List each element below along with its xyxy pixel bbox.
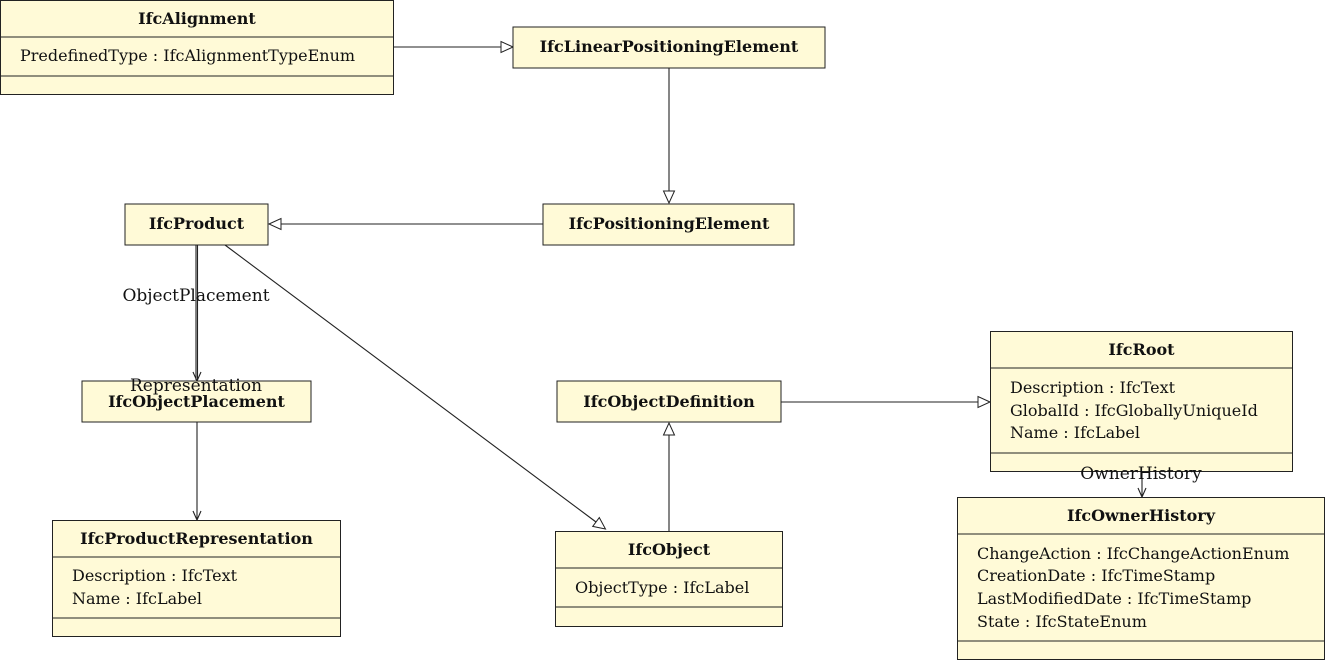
class-name: IfcProduct [149,214,245,233]
edge-object-placement-to-product-representation [192,422,202,522]
class-name: IfcPositioningElement [569,214,770,233]
generalization-arrowhead [662,421,676,436]
class-attribute: CreationDate : IfcTimeStamp [977,566,1215,585]
generalization-arrowhead [662,190,676,205]
class-attribute: State : IfcStateEnum [977,612,1147,631]
class-ifc-object-placement: IfcObjectPlacement [81,380,312,423]
edge-object-to-object-definition [662,421,676,531]
class-name: IfcObject [628,540,711,559]
edges [192,40,1147,531]
class-ifc-object-definition: IfcObjectDefinition [556,380,782,423]
class-name: IfcProductRepresentation [80,529,313,548]
class-attribute: Description : IfcText [1010,378,1176,397]
edge-product-to-object [224,244,607,530]
class-attribute: ChangeAction : IfcChangeActionEnum [977,544,1289,563]
class-attribute: GlobalId : IfcGloballyUniqueId [1010,401,1258,420]
edge-alignment-to-linear-positioning-element [393,40,515,54]
edge-positioning-element-to-product [267,217,543,231]
class-name: IfcObjectDefinition [583,392,755,411]
class-name: IfcLinearPositioningElement [540,37,799,56]
class-attribute: PredefinedType : IfcAlignmentTypeEnum [20,46,355,65]
class-attribute: Description : IfcText [72,566,238,585]
edge-label-owner-history: OwnerHistory [1080,464,1202,484]
class-attribute: Name : IfcLabel [1010,423,1140,442]
class-ifc-owner-history: IfcOwnerHistory ChangeAction : IfcChange… [957,497,1325,660]
class-ifc-product: IfcProduct [124,203,269,246]
class-ifc-alignment: IfcAlignment PredefinedType : IfcAlignme… [0,0,394,95]
class-name: IfcObjectPlacement [108,392,285,411]
edge-product-to-object-placement [192,245,202,383]
class-ifc-linear-positioning-element: IfcLinearPositioningElement [512,26,826,69]
edge-linear-positioning-element-to-positioning-element [662,68,676,205]
generalization-arrowhead [977,395,992,409]
class-ifc-root: IfcRoot Description : IfcText GlobalId :… [990,331,1293,472]
edge-label-object-placement: ObjectPlacement [122,286,269,306]
edge-object-definition-to-root [781,395,992,409]
class-attribute: ObjectType : IfcLabel [575,578,749,597]
generalization-arrowhead [500,40,515,54]
class-ifc-object: IfcObject ObjectType : IfcLabel [555,531,783,627]
class-name: IfcRoot [1108,340,1175,359]
generalization-arrowhead [591,516,607,530]
class-attribute: LastModifiedDate : IfcTimeStamp [977,589,1251,608]
class-ifc-positioning-element: IfcPositioningElement [542,203,795,246]
generalization-arrowhead [267,217,282,231]
class-name: IfcAlignment [138,9,256,28]
class-name: IfcOwnerHistory [1067,506,1216,525]
edge-label-representation: Representation [130,376,262,396]
class-ifc-product-representation: IfcProductRepresentation Description : I… [52,520,341,637]
class-attribute: Name : IfcLabel [72,589,202,608]
